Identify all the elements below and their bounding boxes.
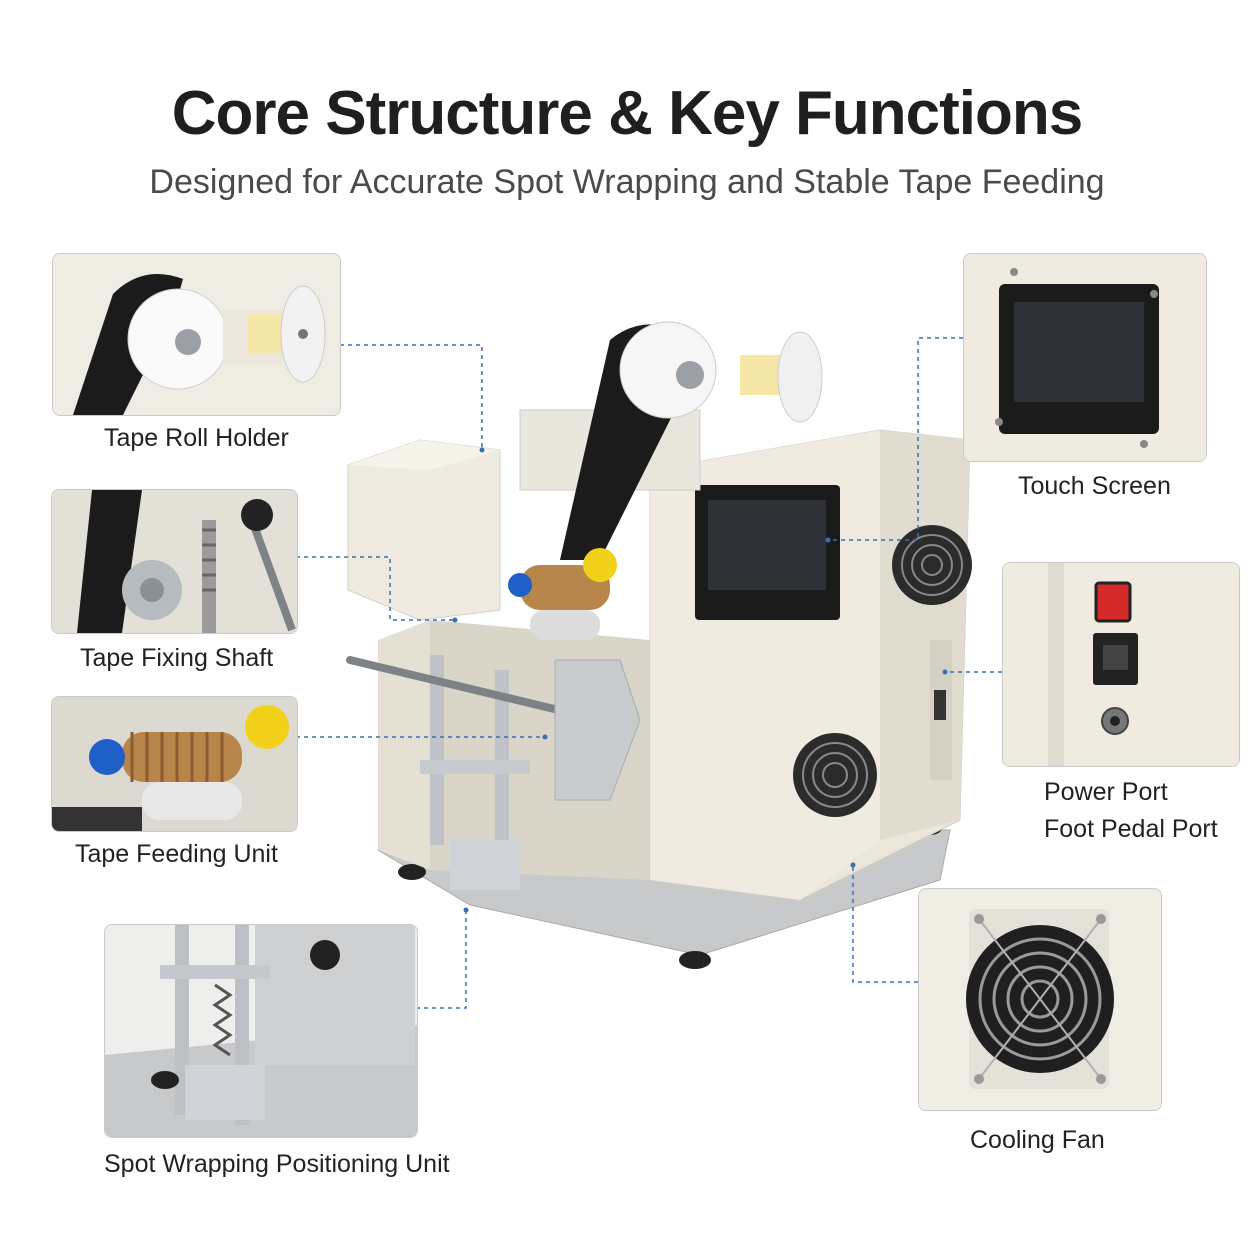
panel-power-port — [1002, 562, 1240, 767]
label-touch-screen: Touch Screen — [1018, 472, 1171, 500]
page-subtitle: Designed for Accurate Spot Wrapping and … — [149, 163, 1105, 201]
leader-touch-screen — [828, 337, 963, 541]
label-tape-roll-holder: Tape Roll Holder — [104, 424, 289, 452]
panel-touch-screen — [963, 253, 1207, 462]
leader-tape-roll-holder — [340, 344, 483, 450]
label-power-port: Power Port — [1044, 778, 1168, 806]
cabinet-fan-bottom — [793, 733, 877, 817]
panel-tape-roll-holder — [52, 253, 341, 416]
leader-cooling-fan — [852, 865, 918, 983]
label-foot-pedal-port: Foot Pedal Port — [1044, 815, 1218, 843]
label-spot-wrapping-positioning-unit: Spot Wrapping Positioning Unit — [104, 1150, 450, 1178]
page-title: Core Structure & Key Functions — [171, 79, 1083, 148]
cooling-fan-icon — [966, 909, 1114, 1089]
panel-tape-fixing-shaft — [51, 489, 298, 634]
leader-tape-fixing-shaft — [296, 556, 455, 621]
label-tape-feeding-unit: Tape Feeding Unit — [75, 840, 278, 868]
leader-spot-wrapping — [416, 910, 467, 1009]
panel-tape-feeding-unit — [51, 696, 298, 832]
label-tape-fixing-shaft: Tape Fixing Shaft — [80, 644, 274, 672]
panel-cooling-fan — [918, 888, 1162, 1111]
label-cooling-fan: Cooling Fan — [970, 1126, 1105, 1154]
panel-spot-wrapping-positioning-unit — [104, 924, 418, 1138]
lower-body-left — [378, 620, 430, 870]
cabinet-fan-top — [892, 525, 972, 605]
